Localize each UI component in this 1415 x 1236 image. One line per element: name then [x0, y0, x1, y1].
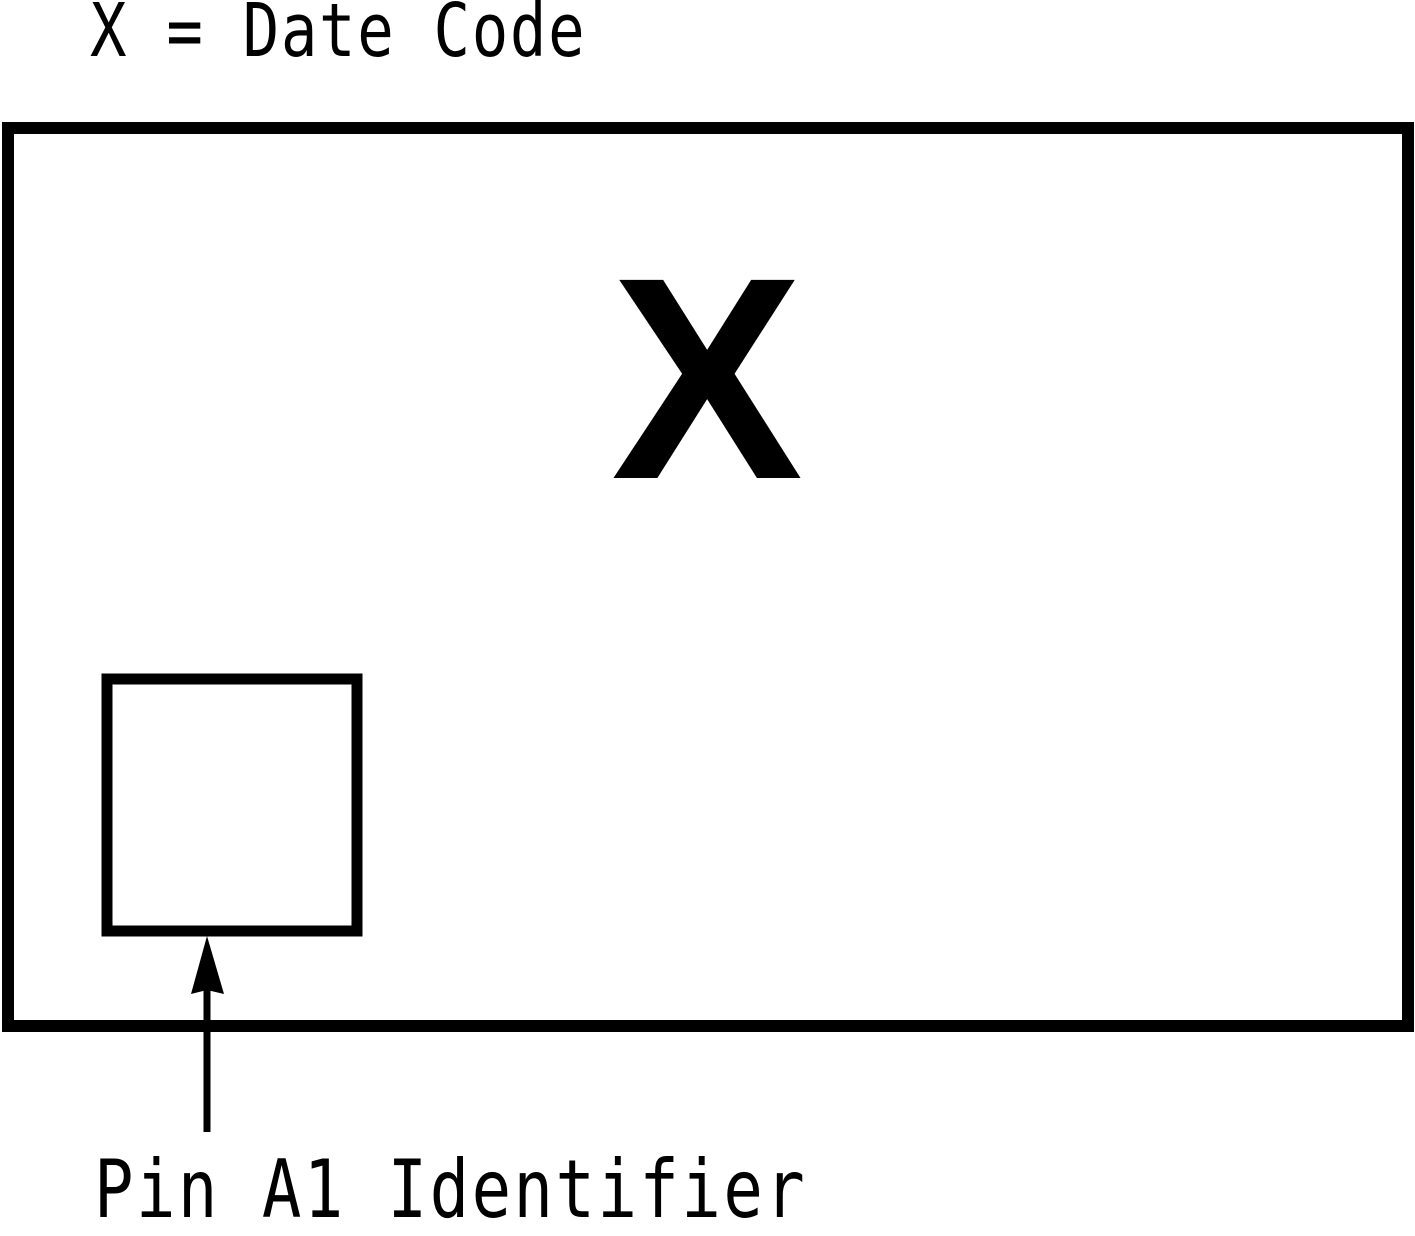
package-outline: [2, 122, 1414, 1032]
pin-a1-marker-square: [101, 673, 363, 937]
arrow-up-icon: [191, 936, 224, 994]
date-code-legend: X = Date Code: [90, 0, 587, 74]
date-code-marking: X: [611, 218, 805, 540]
pin-a1-identifier-label: Pin A1 Identifier: [94, 1143, 808, 1236]
